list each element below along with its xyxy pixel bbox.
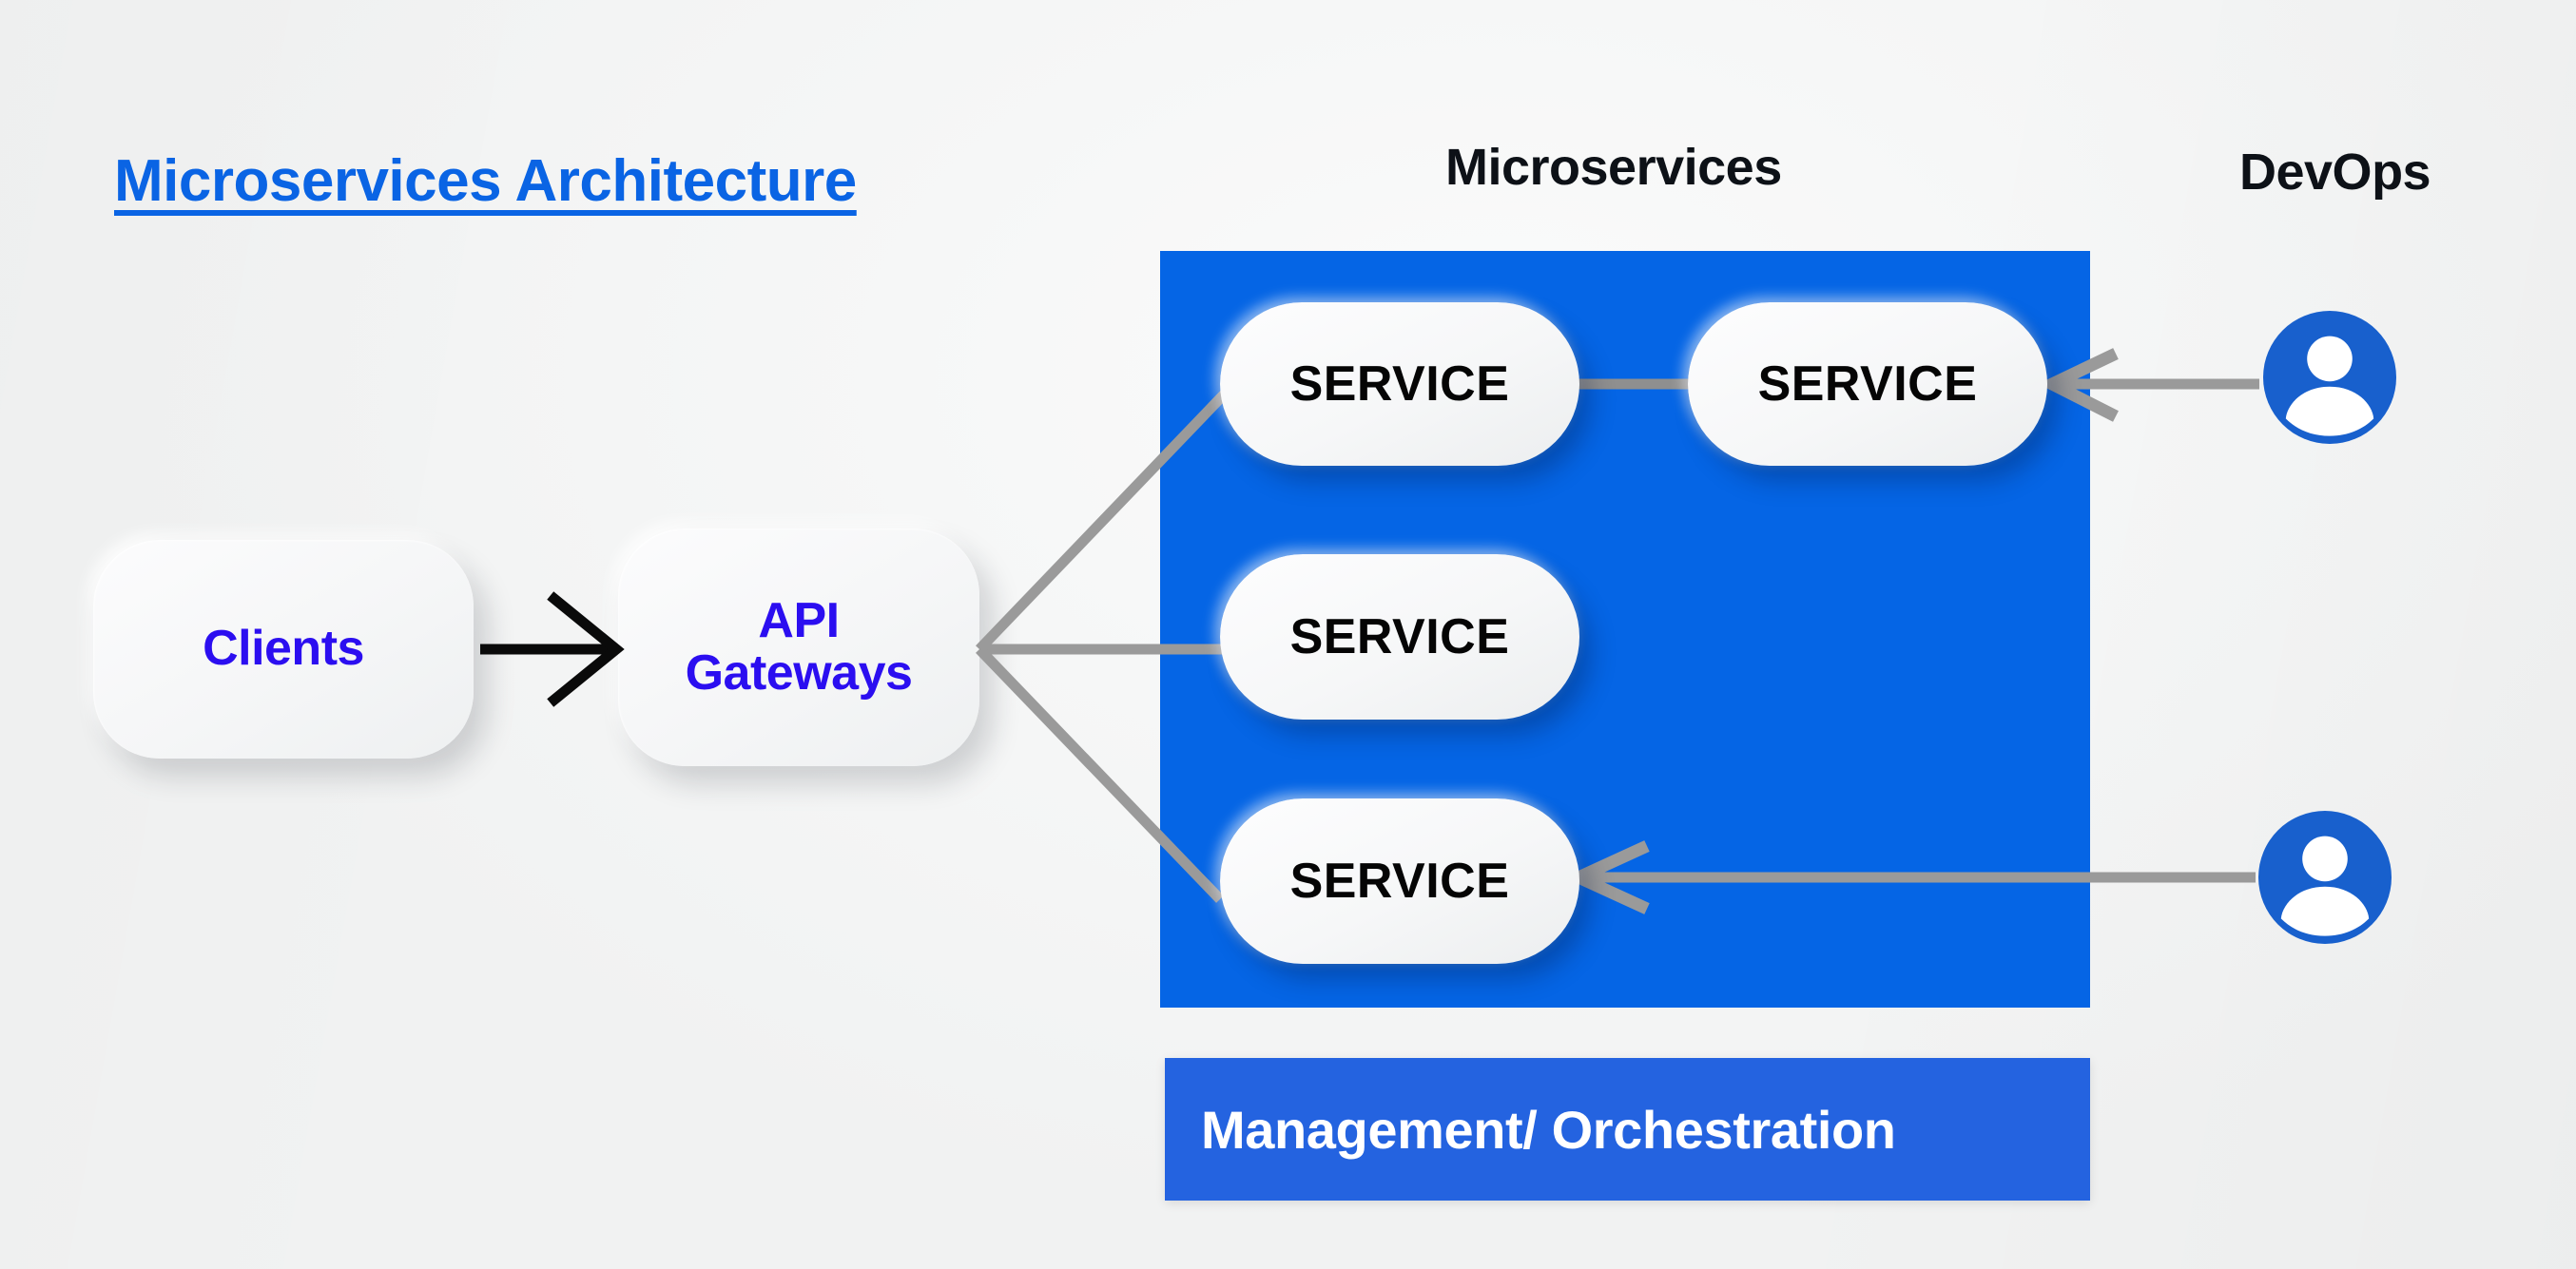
node-api-gateways[interactable]: API Gateways — [618, 529, 979, 766]
microservices-group-label: Microservices — [1445, 139, 1782, 196]
service-pill-4[interactable]: SERVICE — [1220, 798, 1579, 964]
service-pill-1-label: SERVICE — [1289, 356, 1510, 412]
service-pill-4-label: SERVICE — [1289, 854, 1510, 909]
node-api-gateways-label: API Gateways — [685, 592, 913, 701]
management-orchestration-label: Management/ Orchestration — [1201, 1099, 1896, 1160]
page-title: Microservices Architecture — [114, 148, 857, 214]
service-pill-3-label: SERVICE — [1289, 609, 1510, 664]
user-avatar-icon[interactable] — [2258, 811, 2392, 944]
management-orchestration-bar[interactable]: Management/ Orchestration — [1165, 1058, 2090, 1201]
service-pill-1[interactable]: SERVICE — [1220, 302, 1579, 466]
node-clients-label: Clients — [203, 621, 364, 677]
service-pill-3[interactable]: SERVICE — [1220, 554, 1579, 720]
devops-group-label: DevOps — [2239, 144, 2431, 201]
service-pill-2-label: SERVICE — [1757, 356, 1978, 412]
service-pill-2[interactable]: SERVICE — [1688, 302, 2047, 466]
connector-clients-to-gateways — [480, 591, 625, 707]
user-avatar-icon[interactable] — [2263, 311, 2396, 444]
node-clients[interactable]: Clients — [93, 540, 474, 759]
